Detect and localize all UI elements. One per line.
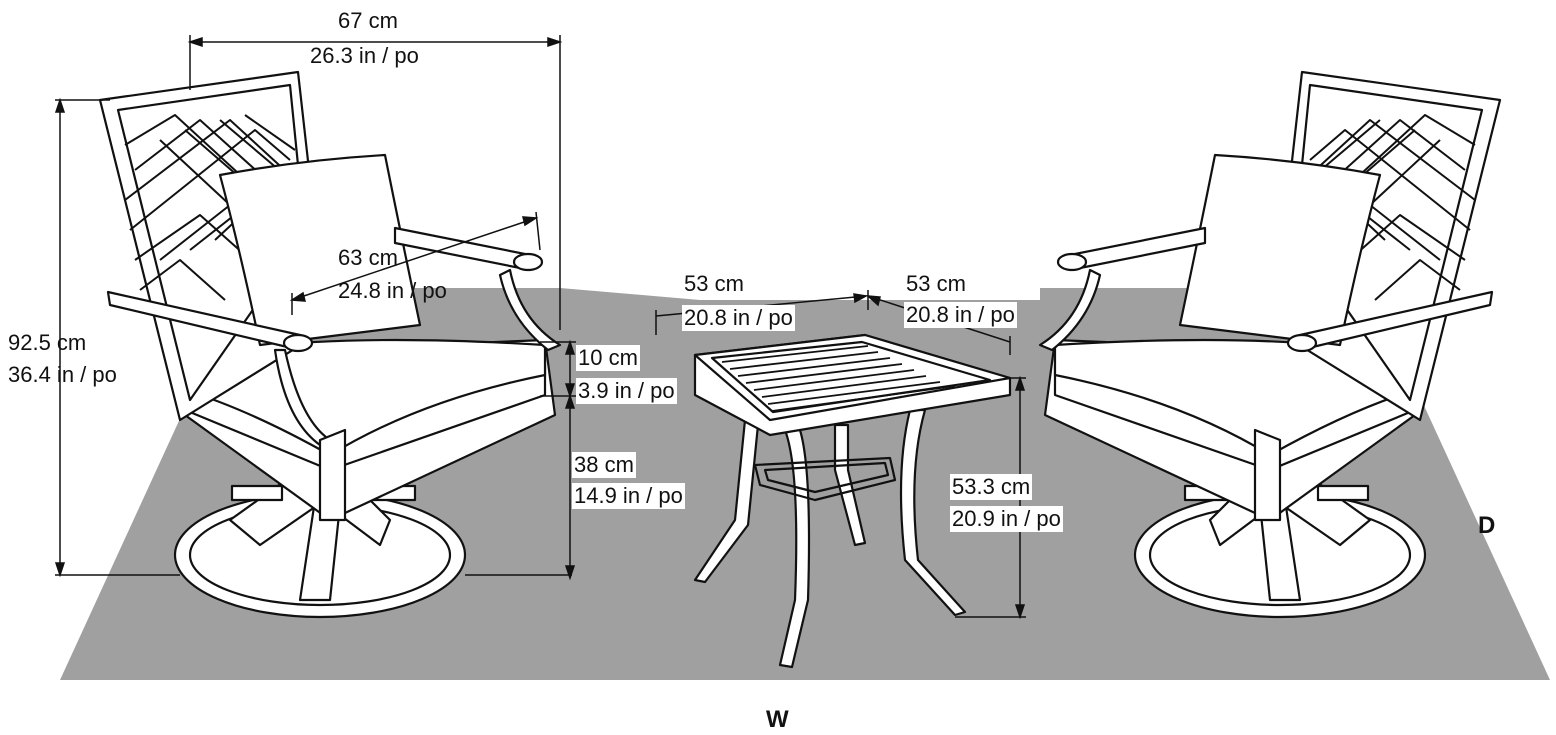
- table-height-imperial: 20.9 in / po: [950, 506, 1063, 532]
- seat-height-metric: 38 cm: [572, 452, 636, 478]
- chair-depth-metric: 63 cm: [338, 245, 398, 270]
- width-axis-label: W: [766, 706, 789, 733]
- table-depth-imperial: 20.8 in / po: [904, 302, 1017, 328]
- left-chair: [98, 70, 562, 619]
- depth-axis-label: D: [1478, 512, 1496, 539]
- table-width-metric: 53 cm: [682, 271, 746, 297]
- chair-height-imperial: 36.4 in / po: [8, 362, 117, 387]
- dimension-lines: [54, 35, 1026, 620]
- chair-width-imperial: 26.3 in / po: [310, 43, 419, 68]
- table-height-metric: 53.3 cm: [950, 474, 1033, 500]
- chair-height-metric: 92.5 cm: [8, 330, 87, 355]
- chair-depth-imperial: 24.8 in / po: [338, 278, 447, 303]
- table-depth-metric: 53 cm: [904, 271, 968, 297]
- chair-width-metric: 67 cm: [338, 8, 398, 33]
- cushion-thickness-imperial: 3.9 in / po: [576, 378, 677, 404]
- table-width-imperial: 20.8 in / po: [682, 305, 795, 331]
- table: [693, 333, 1012, 669]
- right-chair: [1038, 70, 1502, 619]
- seat-height-imperial: 14.9 in / po: [572, 483, 685, 509]
- cushion-thickness-metric: 10 cm: [576, 345, 640, 371]
